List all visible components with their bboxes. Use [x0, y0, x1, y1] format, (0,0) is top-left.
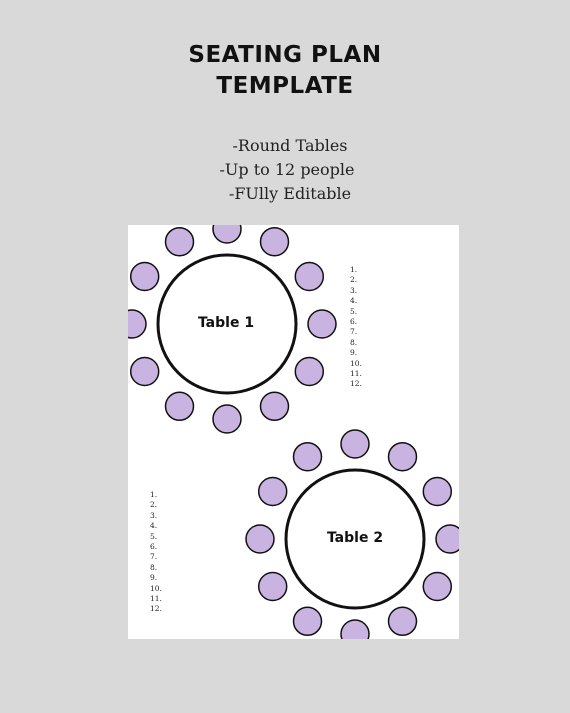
guest-slot[interactable]: 12.	[350, 379, 362, 389]
table-2-seat-2[interactable]	[387, 441, 418, 472]
guest-slot[interactable]: 11.	[350, 369, 362, 379]
table-2-seat-11[interactable]	[257, 476, 288, 507]
table-1-seat-10[interactable]	[128, 309, 147, 339]
guest-slot[interactable]: 6.	[350, 317, 358, 327]
guest-slot[interactable]: 1.	[150, 490, 158, 499]
guest-slot[interactable]: 8.	[350, 337, 358, 347]
table-1-seat-11[interactable]	[129, 261, 160, 292]
table-2-guest-list: 1. 2. 3. 4. 5. 6. 7. 8. 9. 10. 11. 12.	[150, 490, 162, 615]
title-line-1: SEATING PLAN	[188, 42, 382, 68]
guest-slot[interactable]: 2.	[350, 275, 358, 285]
table-2-label: Table 2	[327, 530, 383, 546]
title-line-2: TEMPLATE	[216, 73, 354, 99]
guest-slot[interactable]: 7.	[150, 552, 158, 562]
table-1-seat-9[interactable]	[129, 356, 160, 387]
guest-slot[interactable]: 7.	[350, 327, 358, 337]
table-2-seat-12[interactable]	[292, 441, 323, 472]
table-1-seat-4[interactable]	[307, 309, 337, 339]
guest-slot[interactable]: 5.	[350, 306, 358, 316]
guest-slot[interactable]: 6.	[150, 542, 158, 552]
table-1-seat-8[interactable]	[164, 391, 195, 422]
table-2-seat-4[interactable]	[435, 524, 459, 554]
table-2-seat-3[interactable]	[422, 476, 453, 507]
table-1-seat-1[interactable]	[212, 225, 242, 244]
table-1-seat-2[interactable]	[259, 226, 290, 257]
feature-list: -Round Tables -Up to 12 people -FUlly Ed…	[0, 134, 570, 206]
table-2-seats	[245, 429, 459, 639]
table-2-ring[interactable]	[284, 468, 426, 610]
table-2-seat-6[interactable]	[387, 606, 418, 637]
table-1-label: Table 1	[198, 315, 254, 331]
feature-editable: -FUlly Editable	[228, 184, 352, 203]
table-1-ring[interactable]	[156, 253, 298, 395]
guest-slot[interactable]: 11.	[150, 594, 162, 604]
table-2-seat-5[interactable]	[422, 571, 453, 602]
table-2-seat-1[interactable]	[340, 429, 370, 459]
table-2-seat-10[interactable]	[245, 524, 275, 554]
seating-plan-sheet: Table 1 Table 2 1. 2. 3. 4. 5. 6. 7. 8. …	[128, 225, 459, 639]
feature-capacity: -Up to 12 people	[219, 160, 355, 179]
guest-slot[interactable]: 3.	[150, 510, 158, 520]
table-2-seat-8[interactable]	[292, 606, 323, 637]
table-1-group: Table 1	[128, 225, 337, 434]
feature-round-tables: -Round Tables	[232, 136, 348, 155]
table-1-seat-6[interactable]	[259, 391, 290, 422]
guest-slot[interactable]: 2.	[150, 500, 158, 510]
table-2-seat-7[interactable]	[340, 619, 370, 639]
guest-slot[interactable]: 9.	[350, 348, 358, 358]
table-1-seat-3[interactable]	[294, 261, 325, 292]
guest-slot[interactable]: 10.	[150, 583, 162, 593]
table-2-group: Table 2	[245, 429, 459, 639]
page-title: SEATING PLAN TEMPLATE	[0, 40, 570, 102]
guest-slot[interactable]: 8.	[150, 562, 158, 572]
guest-slot[interactable]: 4.	[150, 521, 158, 531]
table-1-seat-12[interactable]	[164, 226, 195, 257]
table-2-seat-9[interactable]	[257, 571, 288, 602]
guest-slot[interactable]: 4.	[350, 296, 358, 306]
guest-slot[interactable]: 9.	[150, 573, 158, 583]
table-1-guest-list: 1. 2. 3. 4. 5. 6. 7. 8. 9. 10. 11. 12.	[350, 265, 362, 390]
guest-slot[interactable]: 5.	[150, 531, 158, 541]
table-1-seats	[128, 225, 337, 434]
table-1-seat-5[interactable]	[294, 356, 325, 387]
guest-slot[interactable]: 3.	[350, 285, 358, 295]
table-1-seat-7[interactable]	[212, 404, 242, 434]
guest-slot[interactable]: 1.	[350, 265, 358, 274]
guest-slot[interactable]: 12.	[150, 604, 162, 614]
guest-slot[interactable]: 10.	[350, 358, 362, 368]
seating-diagram: Table 1 Table 2	[128, 225, 459, 639]
